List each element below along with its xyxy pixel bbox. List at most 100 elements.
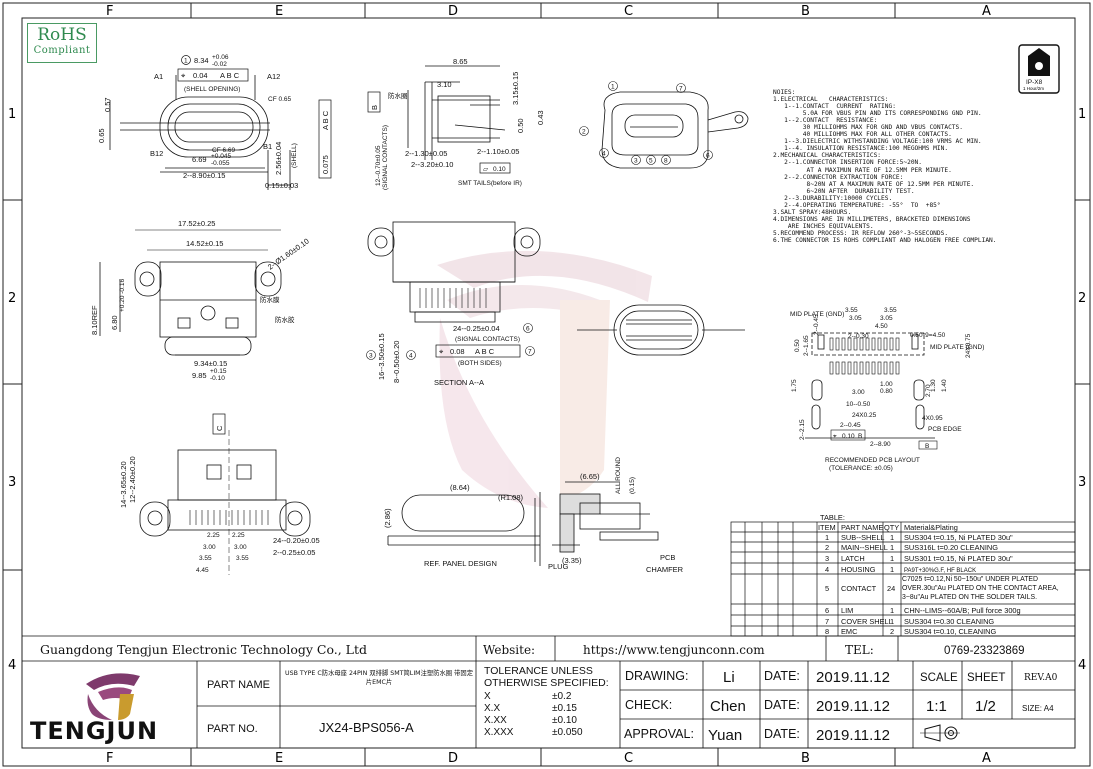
top-datum: A B C — [220, 71, 240, 80]
side-smt: SMT TAILS(before IR) — [458, 180, 522, 187]
svg-text:-0.02: -0.02 — [212, 61, 227, 68]
bom-r7-item: 7 — [825, 617, 829, 626]
assembly-view — [534, 481, 659, 566]
zone-col-c-bottom: C — [624, 751, 633, 766]
assy-plug: PLUG — [548, 562, 569, 571]
tol-xxxx-key: X.XXX — [484, 727, 514, 738]
pcb-dim-045a: 2--0.45 — [813, 314, 820, 335]
pcb-mid-r: MID PLATE (GND) — [930, 344, 984, 351]
side-dim-110: 2--1.10±0.05 — [477, 147, 519, 156]
website-url[interactable]: https://www.tengjunconn.com — [583, 643, 765, 657]
ip-duration-text: 1 Hour/2m — [1023, 86, 1044, 91]
pcb-dim-050p: 0.50*9=4.50 — [910, 332, 946, 339]
assy-dim-335: (3.35) — [562, 556, 582, 565]
panel-radius: (R1.08) — [498, 493, 524, 502]
side-dim-315: 3.15±0.15 — [511, 72, 520, 105]
bom-r2-part: MAIN--SHELL — [841, 543, 888, 552]
label-a12: A12 — [267, 72, 280, 81]
bottom-view-labels: 17.52±0.25 14.52±0.15 2--Ø1.60±0.10 8.10… — [90, 219, 311, 382]
svg-text:3: 3 — [369, 353, 373, 360]
bom-r5-mat: C7025 t=0.12,Ni 50~150u" UNDER PLATED OV… — [902, 576, 1059, 601]
svg-text:+0.045: +0.045 — [211, 153, 231, 160]
note-line: 5.RECOMMEND PROCESS: IR REFLOW 260°-3~5S… — [773, 229, 949, 237]
part-no-value: JX24-BPS056-A — [319, 720, 414, 735]
bom-r3-qty: 1 — [890, 554, 894, 563]
label-b12: B12 — [150, 149, 163, 158]
side-dim-050: 0.50 — [516, 118, 525, 133]
side-label-seal: 防水圈 — [388, 91, 408, 100]
pcb-dim-140: 1.40 — [941, 379, 948, 392]
svg-text:7: 7 — [528, 349, 532, 356]
note-line: 2.MECHANICAL CHARACTERISTICS: — [773, 152, 882, 160]
front-dim-1240: 12--2.40±0.20 — [128, 456, 137, 503]
note-line: 1.ELECTRICAL CHARACTERISTICS: — [773, 96, 889, 104]
bom-r1-mat: SUS304 t=0.15, Ni PLATED 30u" — [904, 533, 1013, 542]
svg-text:2: 2 — [582, 129, 586, 136]
section-both: (BOTH SIDES) — [458, 360, 502, 367]
svg-text:1: 1 — [611, 84, 615, 91]
note-line: 6.THE CONNECTOR IS ROHS COMPLIANT AND HA… — [773, 236, 997, 244]
assy-round: ALL ROUND — [615, 457, 622, 494]
assy-pcb: PCB — [660, 553, 675, 562]
pcb-tol: (TOLERANCE: ±0.05) — [829, 465, 893, 472]
front-dim-025: 2--0.25±0.05 — [273, 548, 315, 557]
side-dim-070: 12--0.70±0.05 — [375, 145, 382, 186]
tol-xxx-key: X.XX — [484, 715, 507, 726]
isometric-view — [601, 91, 749, 169]
side-view-labels: 8.65 3.10 3.15±0.15 B 防水圈 0.50 0.43 2--1… — [367, 57, 545, 190]
pcb-dim-175: 1.75 — [791, 379, 798, 392]
bom-r6-part: LIM — [841, 606, 853, 615]
zone-row-2-right: 2 — [1078, 291, 1086, 306]
note-line: AT A MAXIMUN RATE OF 12.5MM PER MINUTE. — [773, 166, 952, 174]
top-dim-834: 8.34 — [194, 56, 209, 65]
section-dim-024: 24--0.25±0.04 — [453, 324, 500, 333]
pcb-mid: MID PLATE (GND) — [790, 311, 844, 318]
front-datum-c: C — [215, 425, 224, 431]
bottom-dim-934: 9.34±0.15 — [194, 359, 227, 368]
bom-r7-qty: 1 — [890, 617, 894, 626]
pcb-dim-1050: 10--0.50 — [846, 401, 871, 408]
rohs-subtitle: Compliant — [33, 45, 91, 56]
date-label-2: DATE: — [764, 698, 800, 712]
section-datum: A B C — [475, 347, 495, 356]
section-dim-16: 16--3.50±0.15 — [377, 333, 386, 380]
note-line: 30 MILLIOHMS MAX FOR GND AND VBUS CONTAC… — [773, 124, 963, 132]
note-line: 5.0A FOR VBUS PIN AND ITS CORRESPONDING … — [773, 110, 982, 118]
pcb-dim-270: 2.70 — [925, 384, 932, 397]
side-dim-865: 8.65 — [453, 57, 468, 66]
assy-chamfer: CHAMFER — [646, 565, 684, 574]
side-dim-130: 2--1.30±0.05 — [405, 149, 447, 158]
pcb-dim-130: 1.30 — [930, 379, 937, 392]
tol-xxxx-val: ±0.050 — [552, 727, 583, 738]
side-dim-043: 0.43 — [536, 110, 545, 125]
note-line: 3.SALT SPRAY:48HOURS. — [773, 208, 852, 216]
bom-r8-item: 8 — [825, 627, 829, 636]
date-label-1: DATE: — [764, 669, 800, 683]
tol-xx-val: ±0.15 — [552, 703, 577, 714]
assy-dim-665: (6.65) — [580, 472, 600, 481]
svg-text:+0.06: +0.06 — [212, 54, 229, 61]
label-a1: A1 — [154, 72, 163, 81]
side-dim-310: 3.10 — [437, 80, 452, 89]
zone-row-4-right: 4 — [1078, 658, 1086, 673]
note-line: 40 MILLIOHMS MAX FOR ALL OTHER CONTACTS. — [773, 131, 952, 139]
svg-text:8: 8 — [664, 158, 668, 165]
zone-row-4: 4 — [8, 658, 16, 673]
tol-header-1: TOLERANCE UNLESS — [484, 665, 593, 677]
svg-text:1: 1 — [184, 58, 188, 65]
panel-view-labels: (8.64) (R1.08) (2.86) REF. PANEL DESIGN — [383, 483, 524, 568]
svg-text:-0.10: -0.10 — [210, 375, 225, 382]
tol-header-2: OTHERWISE SPECIFIED: — [484, 677, 609, 689]
zone-row-2: 2 — [8, 291, 16, 306]
bom-r7-mat: SUS304 t=0.30 CLEANING — [904, 617, 994, 626]
note-line: 1--2.CONTACT RESISTANCE: — [773, 117, 878, 125]
dim-015: 0.15±0.03 — [265, 181, 298, 190]
note-line: 2--1.CONNECTOR INSERTION FORCE:5~20N. — [773, 159, 923, 167]
bom-h-qty: QTY — [884, 523, 899, 532]
dim-669: 6.69 — [192, 155, 207, 164]
website-label: Website: — [483, 643, 535, 657]
bom-r4-mat: PA9T+30%G.F, HF BLACK — [904, 568, 976, 574]
note-line: ARE INCHES EQUIVALENTS. — [773, 222, 874, 230]
bom-r3-item: 3 — [825, 554, 829, 563]
cf-065: CF 0.65 — [268, 96, 292, 103]
